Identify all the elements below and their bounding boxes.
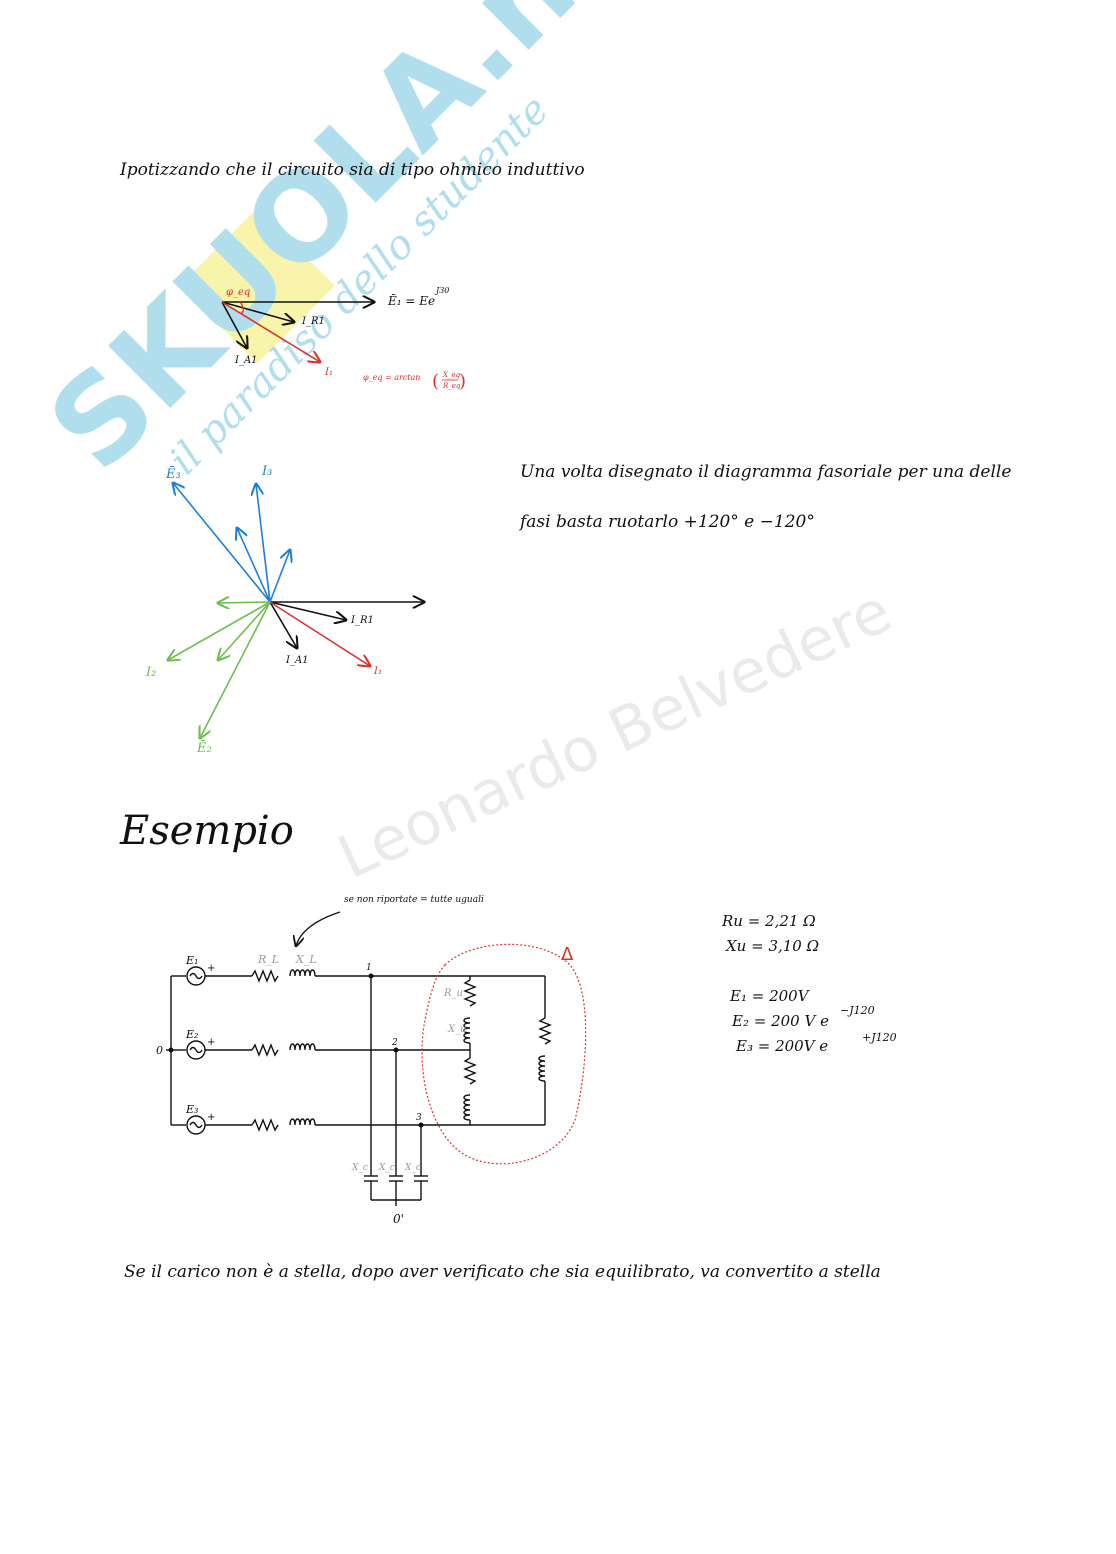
ia1-phasor-arrow: [221, 301, 247, 348]
phasor-note-line1: Una volta disegnato il diagramma fasoria…: [520, 462, 1012, 482]
e3-phasor-arrow: [173, 483, 271, 603]
ru-label: R_u: [443, 988, 463, 999]
annotation-text: se non riportate = tutte uguali: [344, 895, 484, 905]
ir2-phasor-arrow: [218, 601, 271, 660]
e3-sine-icon: [189, 1121, 203, 1129]
xl2-inductor: [289, 1043, 316, 1051]
node2-dot: [393, 1047, 399, 1053]
phi-formula-denominator: R_eq: [442, 382, 461, 390]
xl3-inductor: [289, 1118, 316, 1126]
e3-label: Ē₃: [165, 466, 181, 482]
e2-value: E₂ = 200 V e: [732, 1012, 829, 1030]
ru-resistor-23: [463, 1057, 477, 1085]
ia1-phasor-arrow-2: [269, 601, 297, 648]
phi-eq-label: φ_eq: [226, 287, 250, 298]
node3-dot: [418, 1122, 424, 1128]
phi-formula-numerator: X_eq: [442, 371, 461, 379]
ir1-label-2: I_R1: [350, 615, 374, 626]
e1-sine-icon: [189, 972, 203, 980]
ru-resistor-13: [538, 1017, 552, 1045]
circuit-labels: E₁ E₂ E₃ + + + R_L X_L 0 1 2 3 R_u X_u X…: [156, 895, 484, 1226]
xc1-label: X_c: [351, 1163, 368, 1173]
i1-label-2: I₁: [373, 666, 382, 677]
i1-label: I₁: [324, 367, 333, 378]
example-title: Esempio: [120, 808, 294, 854]
rl3-resistor: [251, 1118, 279, 1132]
node0-label: 0: [156, 1044, 163, 1057]
e1-value: E₁ = 200V: [730, 987, 809, 1005]
i1-phasor-arrow: [221, 301, 320, 362]
three-phase-circuit: [166, 966, 552, 1206]
ir1-phasor-arrow: [221, 301, 294, 322]
phi-formula-paren-close: ): [459, 371, 466, 392]
xu-value: Xu = 3,10 Ω: [726, 937, 820, 955]
e2-plus-sign: +: [207, 1037, 215, 1048]
node0-dot: [168, 1047, 174, 1053]
i3-label: I₃: [261, 464, 272, 479]
xl-label: X_L: [295, 953, 317, 966]
rl2-resistor: [251, 1043, 279, 1057]
e3-label: E₃: [185, 1103, 198, 1116]
annotation-arrow: [296, 911, 341, 946]
e1-label: E₁: [185, 954, 198, 967]
e1-plus-sign: +: [207, 963, 215, 974]
node3-label: 3: [416, 1113, 422, 1123]
e2-phasor-arrow: [200, 601, 271, 738]
phasor-diagram-2: Ē₃ I₃ I₂ Ē₂ I_R1 I_A1 I₁: [145, 464, 424, 756]
footer-text: Se il carico non è a stella, dopo aver v…: [124, 1262, 881, 1282]
ia3-phasor-arrow: [237, 528, 271, 603]
e1-phasor-label: Ē₁ = Ee: [387, 293, 435, 308]
e2-label: E₂: [185, 1028, 198, 1041]
xl1-inductor: [289, 969, 316, 977]
ia2-phasor-arrow: [218, 602, 271, 603]
delta-symbol: Δ: [561, 944, 574, 965]
ru-value: Ru = 2,21 Ω: [722, 912, 816, 930]
phi-formula-paren-open: (: [432, 371, 439, 392]
i2-label: I₂: [145, 665, 156, 680]
e3-value-exponent: +J120: [862, 1031, 897, 1044]
e2-sine-icon: [189, 1046, 203, 1054]
ir1-phasor-arrow-2: [269, 601, 346, 620]
node1-dot: [368, 973, 374, 979]
e1-phasor-exponent: J30: [434, 286, 449, 295]
xu-inductor-13: [538, 1055, 546, 1082]
delta-load-outline: [421, 943, 587, 1165]
watermark-author: Leonardo Belvedere: [328, 576, 902, 893]
ir1-label: I_R1: [301, 316, 325, 327]
rl-label: R_L: [257, 953, 279, 966]
phasor-note-line2: fasi basta ruotarlo +120° e −120°: [520, 512, 815, 532]
xc3-label: X_c: [404, 1163, 421, 1173]
xu-inductor-23: [463, 1094, 471, 1121]
watermark: SKUOLA.net il paradiso dello studente Le…: [24, 0, 902, 893]
xu-inductor-12: [463, 1017, 471, 1044]
ia1-label-2: I_A1: [285, 655, 309, 666]
intro-text: Ipotizzando che il circuito sia di tipo …: [120, 160, 585, 180]
ru-resistor-12: [463, 979, 477, 1007]
i3-phasor-arrow: [256, 484, 271, 603]
node2-label: 2: [391, 1038, 398, 1048]
xu-label: X_u: [447, 1024, 467, 1035]
watermark-brand: SKUOLA.net: [24, 0, 701, 497]
ir3-phasor-arrow: [269, 550, 290, 603]
ia1-label: I_A1: [234, 355, 258, 366]
node0p-label: 0': [393, 1212, 404, 1226]
xc2-label: X_c: [378, 1163, 395, 1173]
node1-label: 1: [366, 963, 372, 973]
e3-value: E₃ = 200V e: [736, 1037, 829, 1055]
phasor-diagram-1: φ_eq Ē₁ = Ee J30 I_R1 I_A1 I₁ φ_eq = arc…: [221, 286, 466, 392]
i2-phasor-arrow: [168, 601, 271, 660]
phi-formula-lhs: φ_eq = arctan: [363, 373, 420, 382]
phi-angle-arc: [239, 301, 244, 315]
i1-phasor-arrow-2: [269, 601, 370, 666]
e2-value-exponent: −J120: [840, 1004, 875, 1017]
rl1-resistor: [251, 969, 279, 983]
e3-plus-sign: +: [207, 1112, 215, 1123]
e2-label: Ē₂: [196, 740, 212, 756]
